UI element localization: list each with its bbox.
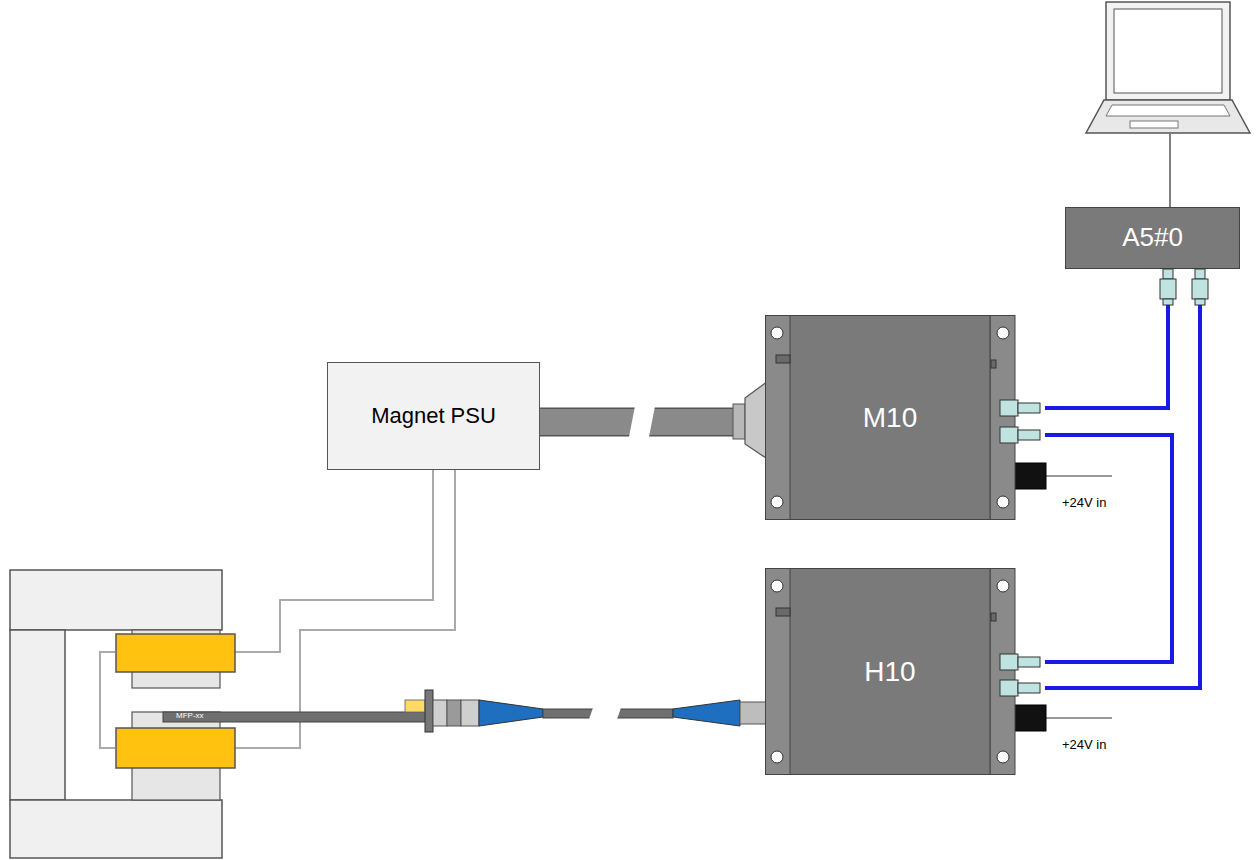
drawing-part xyxy=(1195,269,1205,279)
drawing-part xyxy=(1114,9,1222,93)
drawing-part xyxy=(1163,299,1173,305)
drawing-part xyxy=(771,751,783,763)
drawing-part xyxy=(771,327,783,339)
drawing-part xyxy=(1106,105,1230,116)
drawing-part xyxy=(771,496,783,508)
text-area: H10 xyxy=(790,568,990,775)
drawing-part xyxy=(1018,403,1040,413)
drawing-part xyxy=(433,700,447,726)
drawing-part xyxy=(673,700,740,726)
drawing-part xyxy=(991,360,996,368)
fibre-line xyxy=(1045,435,1172,662)
magnet-coil xyxy=(116,634,235,768)
drawing-part xyxy=(235,470,433,652)
drawing-part xyxy=(1066,208,1240,269)
drawing-part xyxy=(733,404,745,439)
node-label: Magnet PSU xyxy=(371,403,496,429)
drawing-part xyxy=(790,316,990,520)
fibre-link xyxy=(1045,435,1172,662)
interface-box: A5#0 xyxy=(1065,207,1240,305)
drawing-part xyxy=(776,355,790,363)
drawing-part xyxy=(1045,717,1112,719)
text-area: A5#0 xyxy=(1065,207,1240,268)
drawing-part xyxy=(1195,299,1205,305)
laptop-icon xyxy=(1086,2,1250,207)
drawing-part xyxy=(1160,279,1176,299)
fibre-link xyxy=(1045,305,1168,408)
drawing-part xyxy=(1000,680,1018,696)
drawing-part xyxy=(1018,683,1040,693)
text-area: M10 xyxy=(790,315,990,520)
drawing-part xyxy=(425,690,433,732)
drawing-part xyxy=(479,700,543,726)
drawing-part xyxy=(997,751,1009,763)
drawing-part xyxy=(1045,475,1112,477)
power-supply-box: Magnet PSU xyxy=(327,362,540,470)
drawing-part xyxy=(766,316,791,520)
drawing-part xyxy=(997,580,1009,592)
drawing-part xyxy=(1130,121,1178,128)
drawing-part xyxy=(10,570,222,630)
drawing-part xyxy=(1000,427,1018,443)
drawing-part xyxy=(1169,134,1171,207)
drawing-part xyxy=(447,700,461,726)
drawing-part xyxy=(1106,2,1230,100)
node-label: A5#0 xyxy=(1122,222,1183,253)
fibre-link xyxy=(1045,305,1200,688)
drawing-part xyxy=(776,608,790,616)
drawing-part xyxy=(235,470,455,748)
power-input-label: +24V in xyxy=(1062,738,1106,752)
drawing-part xyxy=(1018,430,1040,440)
drawing-part xyxy=(771,580,783,592)
drawing-part xyxy=(1018,657,1040,667)
drawing-part xyxy=(588,705,622,722)
text-area: Magnet PSU xyxy=(328,363,539,469)
drawing-part xyxy=(461,700,479,726)
drawing-part xyxy=(1163,269,1173,279)
hall-probe xyxy=(163,690,767,732)
drawing-part xyxy=(990,569,1015,775)
drawing-part xyxy=(100,652,115,748)
controller-unit: M10 xyxy=(765,315,1045,520)
drawing-part xyxy=(997,327,1009,339)
drawing-part xyxy=(990,316,1015,520)
drawing-part xyxy=(10,630,65,800)
cable-break xyxy=(628,401,656,442)
node-label: H10 xyxy=(864,656,915,688)
drawing-part xyxy=(1000,400,1018,416)
drawing-part xyxy=(116,728,235,768)
unit-housing xyxy=(1065,207,1240,305)
controller-unit: H10 xyxy=(765,568,1045,775)
drawing-part xyxy=(1192,279,1208,299)
power-cable xyxy=(540,422,765,423)
drawing-part xyxy=(10,800,222,858)
power-input-label: +24V in xyxy=(1062,496,1106,510)
drawing-part xyxy=(766,569,791,775)
drawing-part xyxy=(116,634,235,672)
drawing-part xyxy=(991,613,996,621)
drawing-part xyxy=(1086,100,1250,133)
node-label: M10 xyxy=(863,402,917,434)
drawing-part xyxy=(740,702,767,724)
drawing-part xyxy=(1000,654,1018,670)
fibre-line xyxy=(1045,305,1200,688)
drawing-part xyxy=(790,569,990,775)
fibre-line xyxy=(1045,305,1168,408)
drawing-part xyxy=(163,712,427,722)
drawing-part xyxy=(997,496,1009,508)
probe-part-number: MFP-xx xyxy=(176,712,204,721)
magnet-yoke xyxy=(10,570,222,858)
drawing-part xyxy=(405,700,425,712)
